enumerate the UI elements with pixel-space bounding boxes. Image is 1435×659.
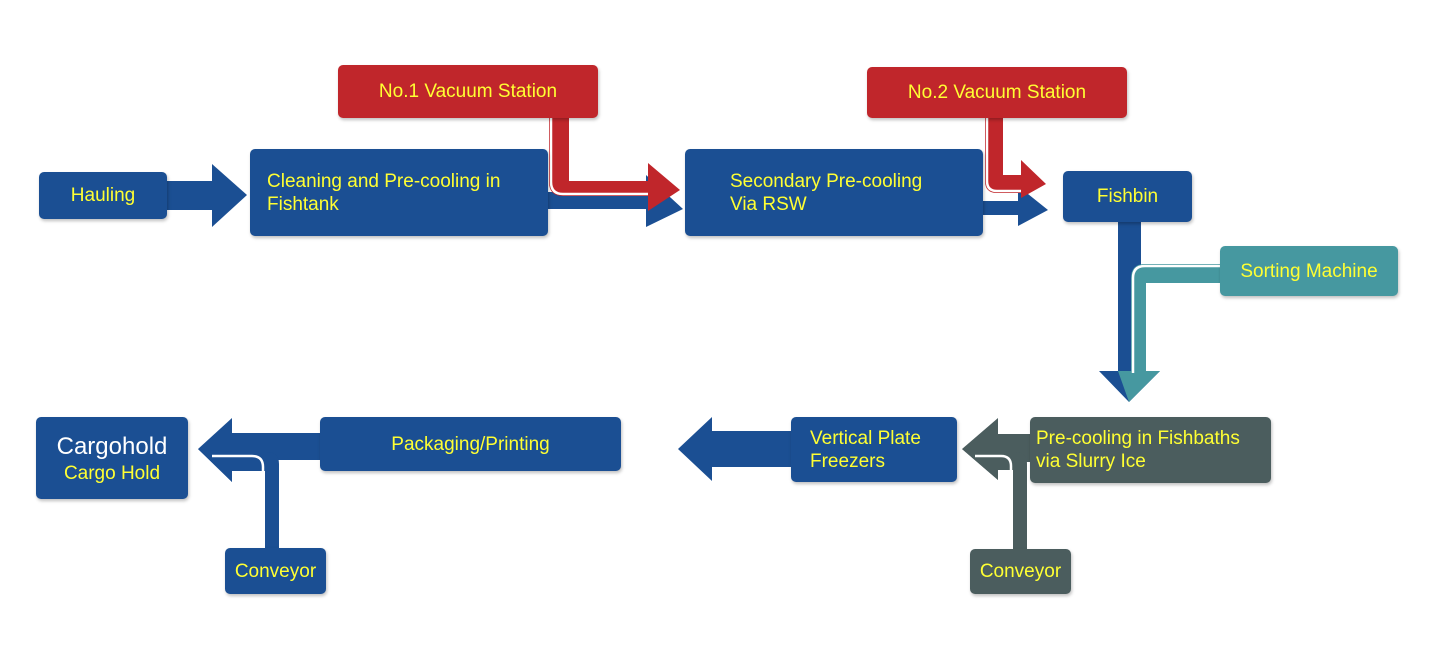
fishbin-node: Fishbin	[1063, 171, 1192, 222]
freezers-label-line1: Vertical Plate	[810, 427, 921, 449]
fishbaths-label-line1: Pre-cooling in Fishbaths	[1036, 428, 1240, 449]
hauling-label: Hauling	[70, 185, 136, 206]
vacuum-station-2-node: No.2 Vacuum Station	[867, 67, 1127, 118]
conveyor-right-label: Conveyor	[979, 561, 1062, 582]
cargohold-title: Cargohold	[56, 432, 168, 460]
cargohold-node: Cargohold Cargo Hold	[36, 417, 188, 499]
fishbin-label: Fishbin	[1096, 186, 1159, 207]
arrow-fishbin-down	[1099, 218, 1160, 402]
secondary-precooling-node: Secondary Pre-cooling Via RSW	[685, 149, 983, 236]
packaging-label: Packaging/Printing	[391, 433, 550, 455]
vacuum-station-1-label: No.1 Vacuum Station	[378, 81, 558, 102]
arrow-hauling-to-cleaning	[160, 164, 247, 227]
conveyor-left-label: Conveyor	[234, 560, 317, 582]
arrow-packaging-to-cargohold	[198, 418, 325, 482]
freezers-label-line2: Freezers	[810, 450, 885, 472]
arrow-sorting	[1118, 264, 1225, 402]
packaging-node: Packaging/Printing	[320, 417, 621, 471]
arrow-freezers-to-packaging	[678, 417, 795, 481]
fishbaths-label-line2: via Slurry Ice	[1036, 451, 1146, 472]
conveyor-right-node: Conveyor	[970, 549, 1071, 594]
cleaning-label-line1: Cleaning and Pre-cooling in	[267, 170, 501, 192]
sorting-machine-label: Sorting Machine	[1240, 260, 1378, 282]
hauling-node: Hauling	[39, 172, 167, 219]
vacuum-station-1-node: No.1 Vacuum Station	[338, 65, 598, 118]
arrow-secondary-to-fishbin	[980, 186, 1048, 226]
vacuum-station-2-label: No.2 Vacuum Station	[907, 82, 1087, 103]
arrow-conveyor-left	[198, 449, 279, 552]
sorting-machine-node: Sorting Machine	[1220, 246, 1398, 296]
freezers-node: Vertical Plate Freezers	[791, 417, 957, 482]
arrow-vacuum1	[549, 110, 680, 211]
conveyor-left-node: Conveyor	[225, 548, 326, 594]
secondary-label-line1: Secondary Pre-cooling	[730, 170, 923, 192]
arrow-conveyor-right	[962, 449, 1027, 552]
cargohold-subtitle: Cargo Hold	[63, 462, 161, 484]
fishbaths-node: Pre-cooling in Fishbaths via Slurry Ice	[1030, 417, 1271, 483]
cleaning-node: Cleaning and Pre-cooling in Fishtank	[250, 149, 548, 236]
arrow-vacuum2	[985, 112, 1046, 198]
cleaning-label-line2: Fishtank	[267, 193, 339, 215]
secondary-label-line2: Via RSW	[730, 193, 807, 215]
